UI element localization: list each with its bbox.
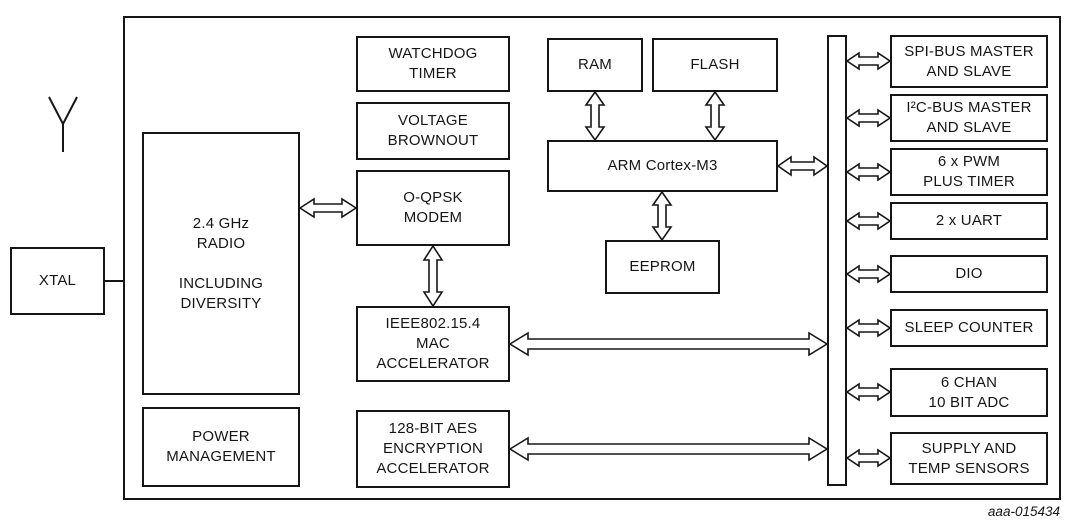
block-aes-accelerator: 128-BIT AES ENCRYPTION ACCELERATOR [356,410,510,488]
block-arm-cortex-m3: ARM Cortex-M3 [547,140,778,192]
block-supply-temp-sensors: SUPPLY AND TEMP SENSORS [890,432,1048,485]
block-label: IEEE802.15.4 MAC ACCELERATOR [376,315,490,372]
block-label: 6 CHAN 10 BIT ADC [928,373,1010,411]
block-label: SUPPLY AND TEMP SENSORS [908,439,1030,477]
block-power-management: POWER MANAGEMENT [142,407,300,487]
block-eeprom: EEPROM [605,240,720,294]
peripheral-bus-bar [827,35,847,486]
block-label: SLEEP COUNTER [904,319,1034,336]
block-label: ARM Cortex-M3 [607,157,718,174]
block-label: WATCHDOG TIMER [388,45,478,82]
block-label: DIO [955,265,983,282]
block-watchdog-timer: WATCHDOG TIMER [356,36,510,92]
block-ram: RAM [547,38,643,92]
block-label: O-QPSK MODEM [403,189,463,226]
block-oqpsk-modem: O-QPSK MODEM [356,170,510,246]
block-label: XTAL [38,272,77,289]
chip-boundary [123,16,1061,500]
block-sleep-counter: SLEEP COUNTER [890,309,1048,347]
block-label: EEPROM [629,258,696,275]
block-label: 2 x UART [935,212,1003,229]
block-radio: 2.4 GHz RADIO INCLUDING DIVERSITY [142,132,300,395]
block-adc: 6 CHAN 10 BIT ADC [890,368,1048,417]
figure-reference: aaa-015434 [987,504,1060,519]
block-label: RAM [578,56,612,73]
block-label: FLASH [690,56,740,73]
block-label: 6 x PWM PLUS TIMER [923,153,1015,190]
block-label: I²C-BUS MASTER AND SLAVE [906,99,1032,136]
block-flash: FLASH [652,38,778,92]
block-dio: DIO [890,255,1048,293]
block-pwm-timer: 6 x PWM PLUS TIMER [890,148,1048,196]
block-label: 2.4 GHz RADIO INCLUDING DIVERSITY [178,214,264,312]
block-label: 128-BIT AES ENCRYPTION ACCELERATOR [376,420,490,477]
block-xtal: XTAL [10,247,105,315]
block-label: VOLTAGE BROWNOUT [387,112,479,149]
block-mac-accelerator: IEEE802.15.4 MAC ACCELERATOR [356,306,510,382]
block-i2c: I²C-BUS MASTER AND SLAVE [890,94,1048,142]
block-spi: SPI-BUS MASTER AND SLAVE [890,35,1048,88]
block-voltage-brownout: VOLTAGE BROWNOUT [356,102,510,160]
block-label: SPI-BUS MASTER AND SLAVE [904,42,1034,80]
block-uart: 2 x UART [890,202,1048,240]
block-label: POWER MANAGEMENT [166,428,276,465]
antenna-icon [48,96,78,127]
